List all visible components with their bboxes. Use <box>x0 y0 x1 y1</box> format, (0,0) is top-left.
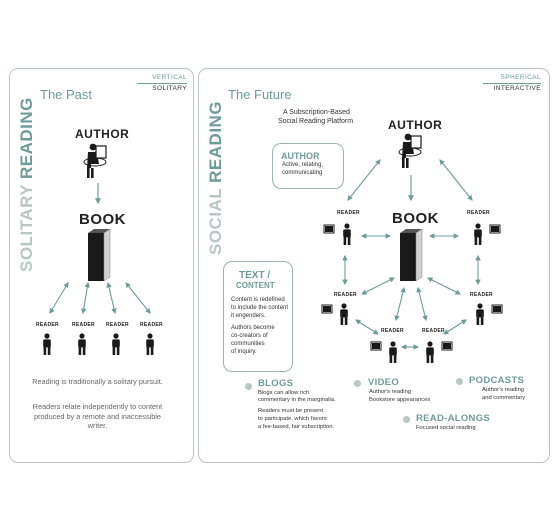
right-subtitle: The Future <box>228 87 292 102</box>
text-content-box <box>223 261 293 372</box>
arrow-book-reader-4 <box>427 277 461 295</box>
left-arrow-reader-3 <box>106 281 117 315</box>
left-reader-figure-3 <box>112 333 120 355</box>
left-reader-label-2: READER <box>72 322 95 328</box>
text-box-p2-line-1: Authors become <box>231 325 275 331</box>
readalongs-line-1: Focused social reading <box>416 425 476 431</box>
right-reader-figure-4 <box>476 303 484 325</box>
text-box-p1-line-1: Content is redefined <box>231 297 285 303</box>
left-arrow-reader-1 <box>49 282 69 314</box>
left-book-label: BOOK <box>79 211 126 228</box>
arrow-author-reader-1 <box>347 159 381 201</box>
author-box-title: AUTHOR <box>281 151 320 161</box>
author-box-line-1: Active, relating, <box>282 162 324 168</box>
arrow-reader-3-5 <box>355 319 379 335</box>
right-reader-figure-2 <box>474 223 482 245</box>
video-title: VIDEO <box>368 377 400 388</box>
right-reader-label-1: READER <box>337 210 360 216</box>
right-reader-screen-3 <box>321 304 333 314</box>
left-reader-label-4: READER <box>140 322 163 328</box>
readalongs-bullet <box>403 416 410 423</box>
left-reader-figure-1 <box>43 333 51 355</box>
right-reader-label-3: READER <box>334 292 357 298</box>
right-reader-figure-5 <box>389 341 397 363</box>
right-reader-label-4: READER <box>470 292 493 298</box>
blogs-line-5: a fee-based, fair subscription. <box>258 424 335 430</box>
left-author-figure <box>83 143 107 179</box>
arrow-book-reader-6 <box>416 286 428 322</box>
right-reader-screen-4 <box>491 304 503 314</box>
right-reader-label-5: READER <box>381 328 404 334</box>
text-box-p1-line-2: to include the content <box>231 305 289 311</box>
left-reader-label-3: READER <box>106 322 129 328</box>
author-info-box <box>272 143 344 189</box>
blogs-line-1: Blogs can allow rich <box>258 390 310 396</box>
blogs-title: BLOGS <box>258 378 294 389</box>
left-subtitle: The Past <box>40 87 93 102</box>
right-book-icon <box>399 228 423 282</box>
video-line-2: Bookstore appearances <box>369 397 431 403</box>
left-panel-tag: VERTICAL SOLITARY <box>137 74 187 93</box>
video-line-1: Author's reading <box>369 389 412 395</box>
left-description-1: Reading is traditionally a solitary purs… <box>32 377 163 386</box>
text-box-title-2: CONTENT <box>236 281 275 290</box>
right-reader-label-6: READER <box>422 328 445 334</box>
right-reader-figure-3 <box>340 303 348 325</box>
right-author-label: AUTHOR <box>388 118 443 132</box>
blogs-bullet <box>245 383 252 390</box>
podcasts-line-1: Author's reading <box>482 387 525 393</box>
left-description-2: Readers relate independently to content … <box>32 402 163 430</box>
text-box-p1-line-3: it engenders. <box>231 313 266 319</box>
left-book-reader-arrows <box>49 281 151 315</box>
platform-line-2: Social Reading Platform <box>278 118 354 125</box>
text-box-p2-line-3: communities <box>231 341 265 347</box>
podcasts-title: PODCASTS <box>469 375 525 386</box>
text-box-title-1: TEXT / <box>239 270 271 281</box>
right-reader-screen-2 <box>489 224 501 234</box>
podcasts-bullet <box>456 378 463 385</box>
left-book-icon <box>87 228 111 282</box>
arrow-author-reader-2 <box>439 159 473 201</box>
arrow-book-reader-3 <box>361 277 395 295</box>
left-arrow-reader-2 <box>81 281 90 315</box>
arrow-book-reader-5 <box>394 286 406 322</box>
right-panel-tag: SPHERICAL INTERACTIVE <box>483 74 541 93</box>
left-reader-figure-4 <box>146 333 154 355</box>
left-author-label: AUTHOR <box>75 127 130 141</box>
platform-line-1: A Subscription-Based <box>283 109 350 116</box>
right-book-label: BOOK <box>392 210 439 227</box>
text-box-p2-line-2: co-creators of <box>231 333 268 339</box>
right-reader-screen-1 <box>323 224 335 234</box>
social-network-arrows <box>342 159 481 350</box>
blogs-line-3: Readers must be present <box>258 408 324 414</box>
podcasts-line-2: and commentary <box>482 395 526 401</box>
video-bullet <box>354 380 361 387</box>
left-arrow-reader-4 <box>125 282 151 314</box>
left-reader-figures <box>43 333 154 355</box>
blogs-line-2: commentary in the marginalia. <box>258 397 336 403</box>
left-reader-label-1: READER <box>36 322 59 328</box>
author-box-line-2: communicating <box>282 170 323 176</box>
right-author-figure <box>398 133 422 169</box>
right-reader-figure-1 <box>343 223 351 245</box>
right-reader-screen-5 <box>370 341 382 351</box>
readalongs-title: READ-ALONGS <box>416 413 491 424</box>
right-reader-label-2: READER <box>467 210 490 216</box>
arrow-reader-4-6 <box>443 319 467 335</box>
left-reader-figure-2 <box>78 333 86 355</box>
text-box-p2-line-4: of inquiry. <box>231 349 257 355</box>
right-reader-figure-6 <box>426 341 434 363</box>
right-reader-screen-6 <box>441 341 453 351</box>
blogs-line-4: to participate, which favors <box>258 416 327 422</box>
